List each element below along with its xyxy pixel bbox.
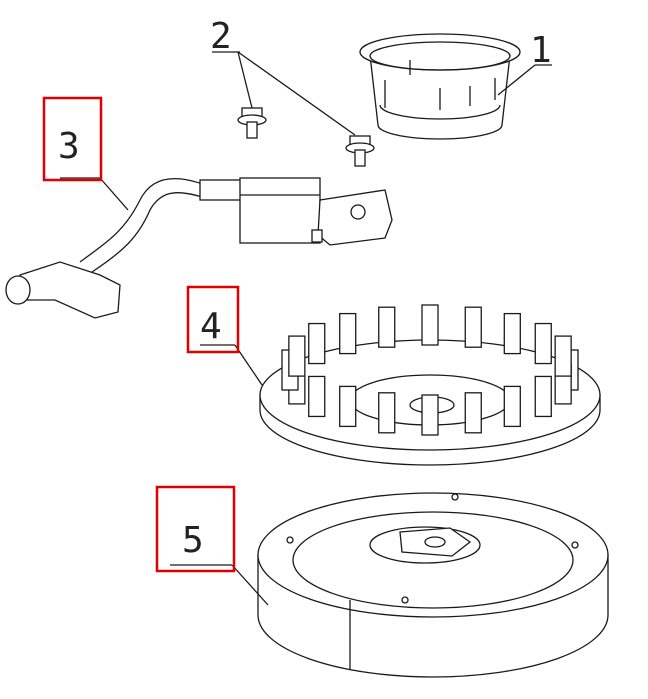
- fan-blade: [308, 375, 326, 418]
- fan-blade: [421, 394, 439, 436]
- part-number-4: 4: [200, 306, 222, 347]
- part-number-1: 1: [530, 30, 552, 71]
- fan-blade: [464, 306, 482, 348]
- fan-blade: [378, 306, 396, 348]
- fan-blade: [503, 385, 521, 428]
- part-5-base: 5: [155, 485, 609, 678]
- fan-blade: [554, 335, 572, 377]
- part-number-2: 2: [210, 16, 232, 57]
- fan-blade: [534, 375, 552, 418]
- fan-blade: [421, 304, 439, 346]
- highlight-box-4: [186, 285, 240, 354]
- highlight-box-3: [42, 96, 103, 182]
- fan-blade: [378, 392, 396, 434]
- fan-blade: [464, 392, 482, 434]
- fan-blade: [308, 322, 326, 365]
- highlight-box-5: [155, 485, 236, 573]
- fan-blade: [534, 322, 552, 365]
- fan-blade: [339, 312, 357, 355]
- part-1-cup: 1: [359, 30, 552, 140]
- part-4-fan: 4: [186, 285, 601, 466]
- fan-blade: [503, 312, 521, 355]
- part-number-5: 5: [182, 520, 204, 561]
- fan-blade: [339, 385, 357, 428]
- part-2-bolts: 2: [210, 16, 375, 167]
- part-3-ignition-coil: 3: [5, 96, 393, 319]
- fan-blade: [288, 335, 306, 377]
- part-number-3: 3: [58, 126, 80, 167]
